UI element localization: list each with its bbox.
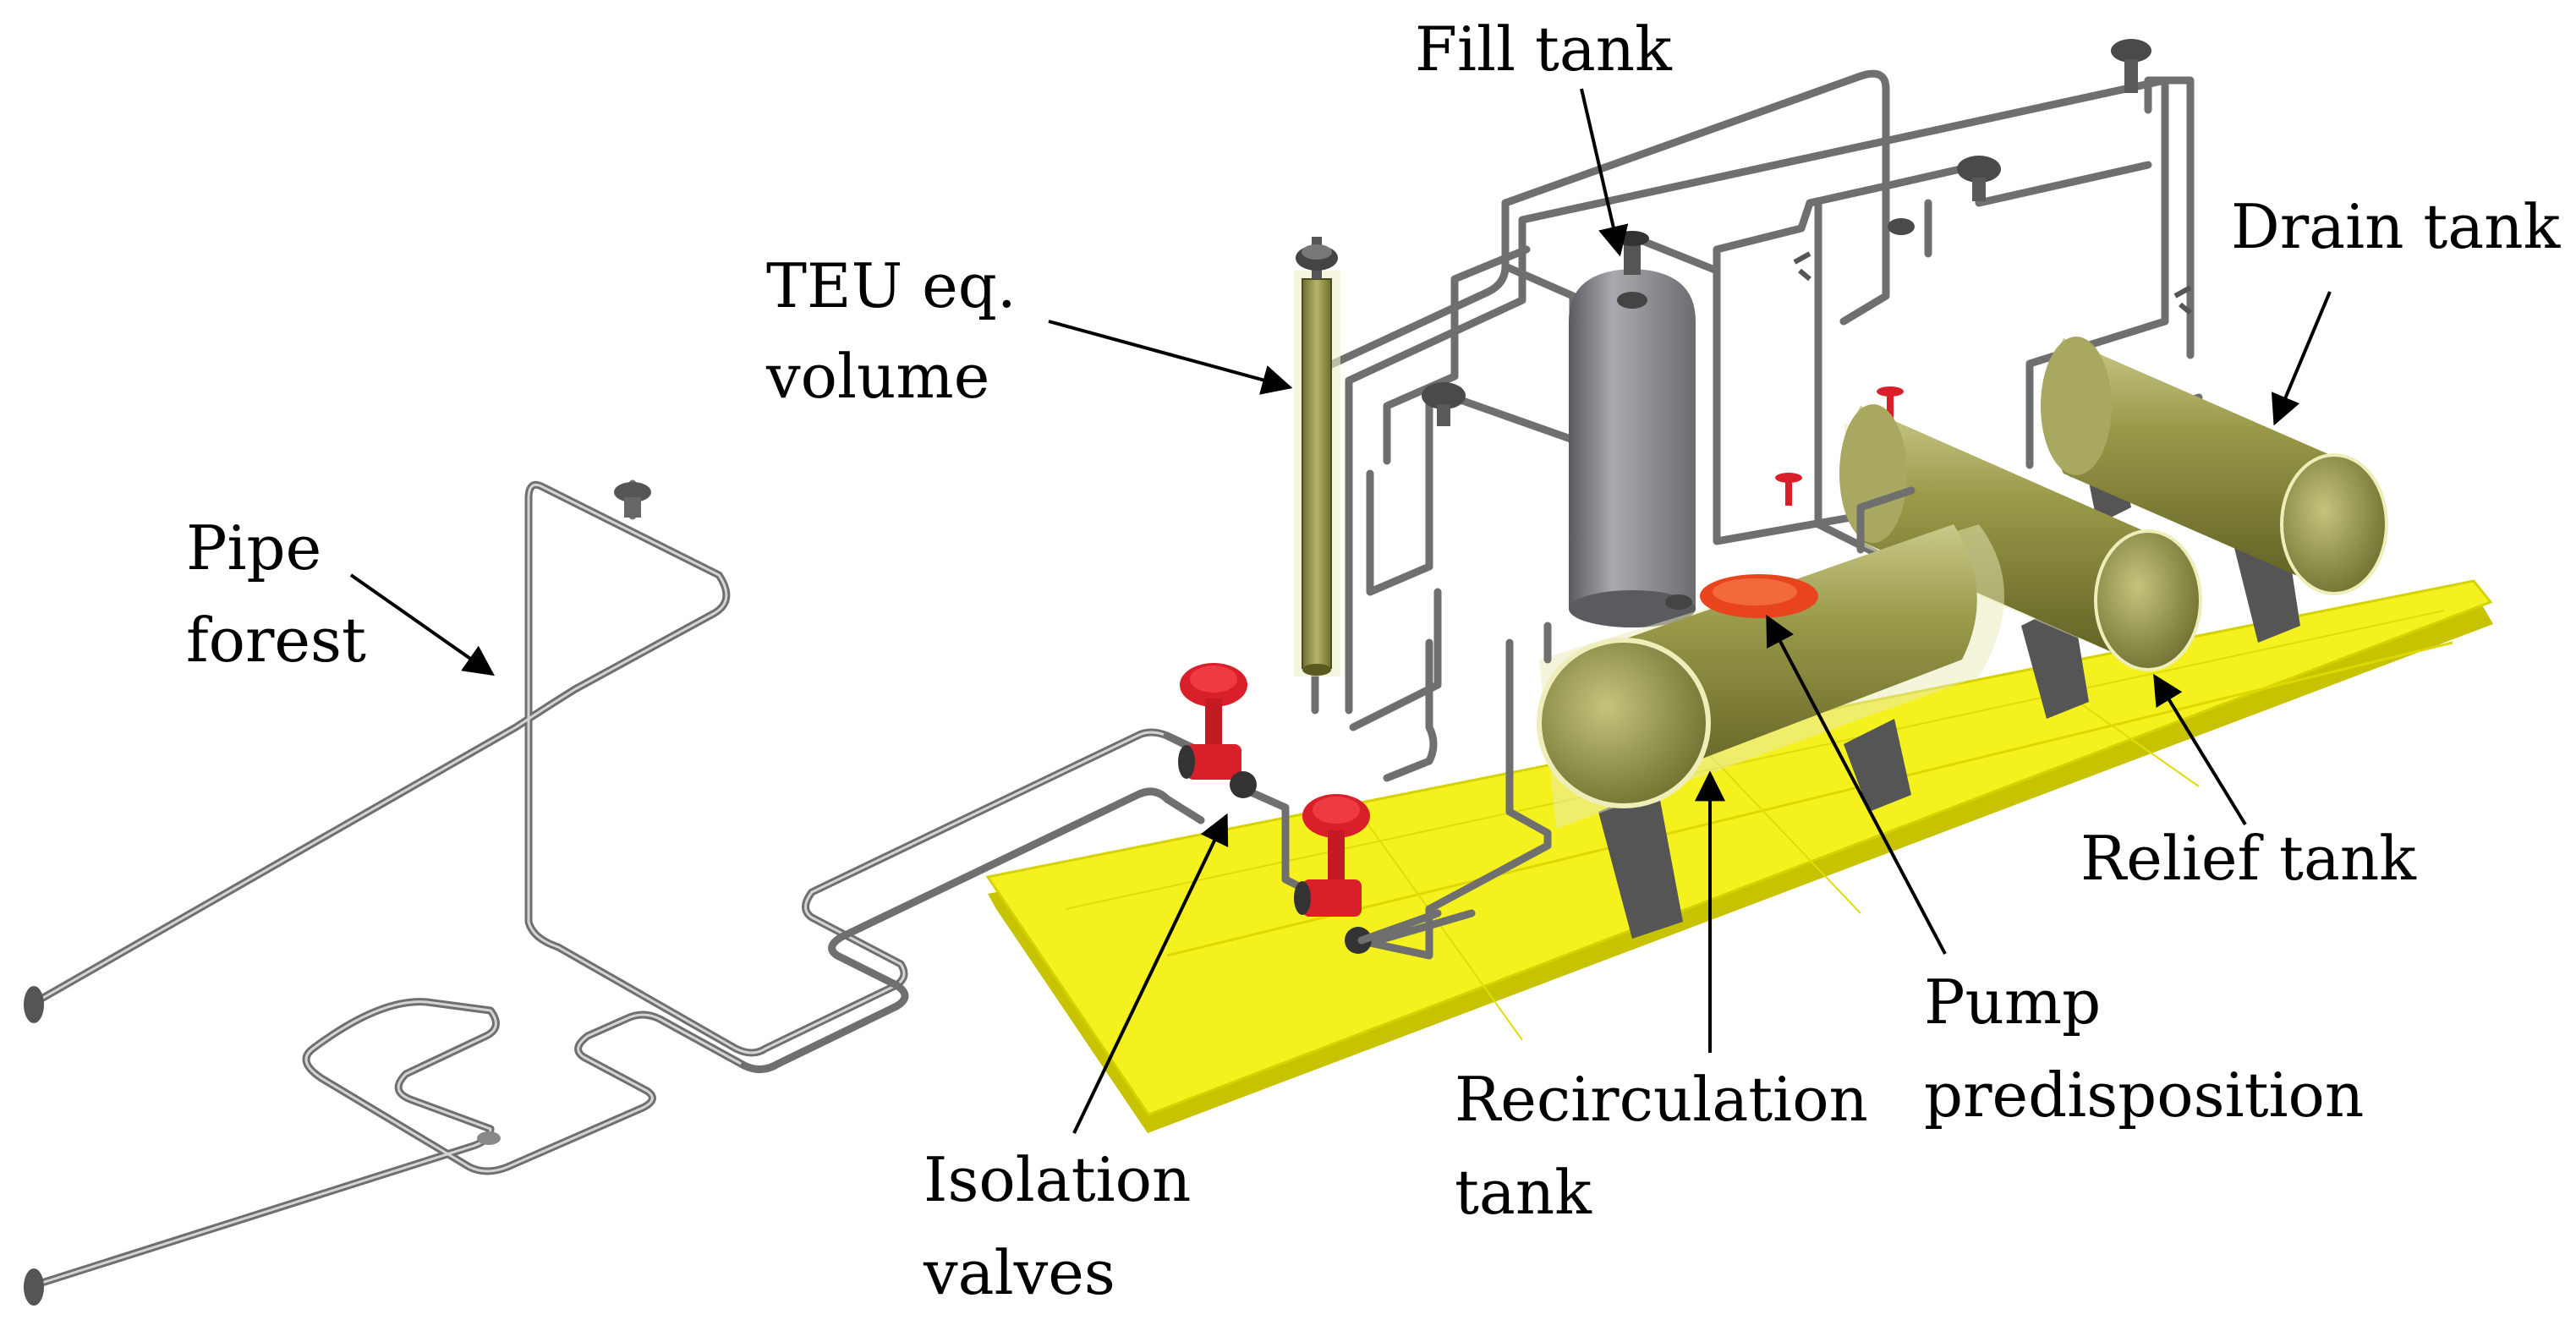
svg-text:volume: volume [765,341,989,412]
label-recirculation-tank: Recirculation tank [1455,770,1868,1228]
svg-text:Drain tank: Drain tank [2231,191,2562,262]
svg-text:Relief tank: Relief tank [2080,823,2417,894]
fill-tank [1569,231,1696,627]
label-drain-tank: Drain tank [2231,191,2562,426]
svg-text:Fill tank: Fill tank [1415,14,1673,85]
relief-tank [1839,404,2202,719]
roof-valve-icon [1422,39,2192,600]
drain-tank [2041,337,2388,643]
svg-text:Recirculation: Recirculation [1455,1064,1868,1135]
isolation-valve-icon[interactable] [1294,794,1442,954]
label-relief-tank: Relief tank [2080,673,2417,894]
svg-text:TEU eq.: TEU eq. [766,250,1017,321]
svg-text:tank: tank [1455,1157,1592,1228]
isolation-valve-icon[interactable] [1163,663,1257,798]
svg-text:valves: valves [923,1237,1115,1308]
label-pipe-forest: Pipe forest [186,512,495,676]
label-pump-predisposition: Pump predisposition [1766,614,2364,1131]
pipe-forest [24,479,1235,1306]
svg-text:predisposition: predisposition [1924,1060,2364,1131]
label-isolation-valves: Isolation valves [923,813,1229,1308]
label-fill-tank: Fill tank [1415,14,1673,257]
svg-text:Isolation: Isolation [924,1144,1191,1215]
svg-text:Pipe: Pipe [186,512,321,583]
flange-end-icon [24,482,651,1306]
skid-platform [985,579,2493,1133]
label-teu-volume: TEU eq. volume [765,250,1293,412]
svg-text:forest: forest [186,605,366,676]
teu-volume-cylinder [1294,237,1340,676]
red-relief-valve-icon [1775,386,1904,506]
svg-text:Pump: Pump [1924,967,2101,1038]
recirculation-tank [1537,486,2004,939]
